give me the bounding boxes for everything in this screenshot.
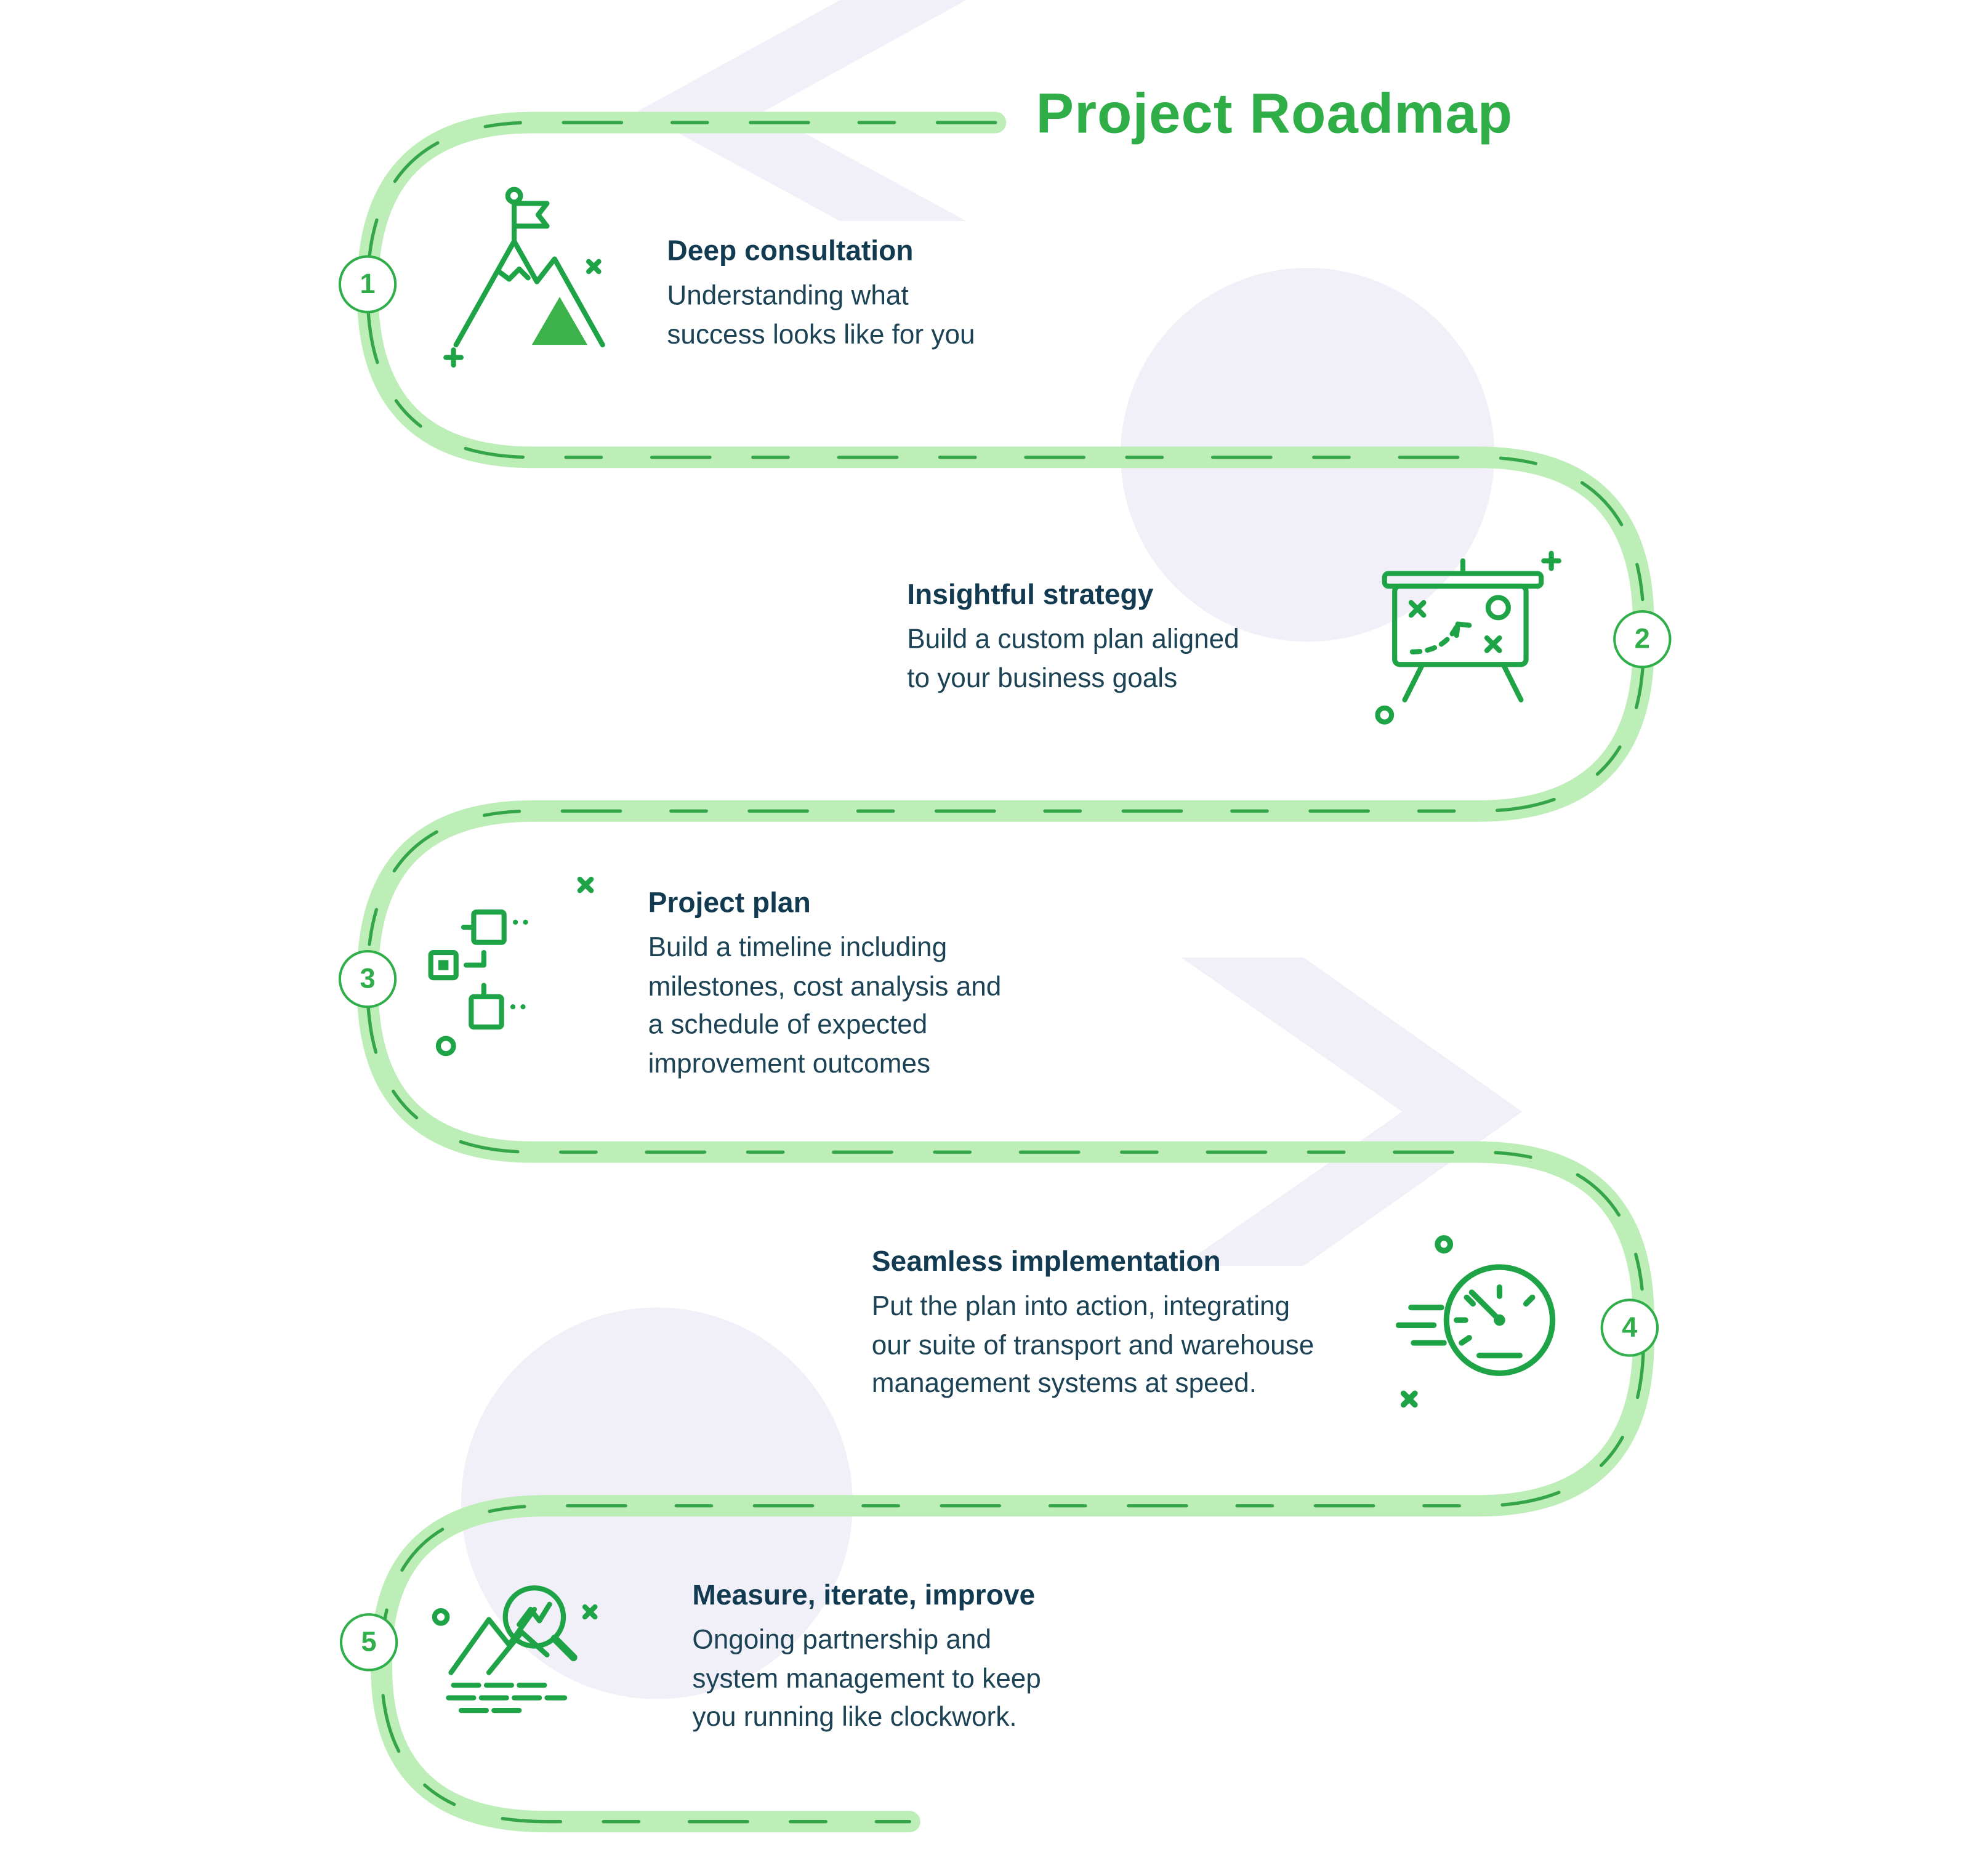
step-1-number: 1 (360, 267, 376, 300)
strategy-board-icon (1362, 550, 1564, 728)
step-2-number: 2 (1634, 622, 1650, 654)
chevron-shape-top (638, 0, 967, 222)
step-2-body: Build a custom plan aligned to your busi… (907, 624, 1239, 693)
mountain-flag-icon (436, 180, 626, 376)
step-4-heading: Seamless implementation (871, 1246, 1221, 1278)
step-1-heading: Deep consultation (667, 235, 914, 267)
step-4-body: Put the plan into action, integrating ou… (871, 1290, 1315, 1399)
step-3-number: 3 (360, 962, 376, 994)
step-2-heading: Insightful strategy (907, 578, 1154, 611)
step-1-badge: 1 (338, 255, 397, 313)
page-title: Project Roadmap (1036, 81, 1513, 145)
chart-magnifier-icon (423, 1552, 606, 1722)
chevron-shape-right (1181, 957, 1523, 1266)
step-3-body: Build a timeline including milestones, c… (648, 932, 1002, 1079)
step-4-badge: 4 (1600, 1298, 1659, 1357)
step-5-heading: Measure, iterate, improve (692, 1579, 1036, 1611)
project-plan-icon (423, 869, 600, 1065)
step-2-badge: 2 (1613, 610, 1672, 669)
step-1-body: Understanding what success looks like fo… (667, 280, 975, 350)
step-3-heading: Project plan (648, 887, 811, 919)
speedometer-icon (1396, 1232, 1579, 1415)
step-5-body: Ongoing partnership and system managemen… (692, 1624, 1041, 1733)
step-3-badge: 3 (338, 949, 397, 1008)
step-5-number: 5 (361, 1625, 377, 1657)
step-5-badge: 5 (339, 1613, 398, 1672)
step-4-number: 4 (1622, 1311, 1638, 1343)
